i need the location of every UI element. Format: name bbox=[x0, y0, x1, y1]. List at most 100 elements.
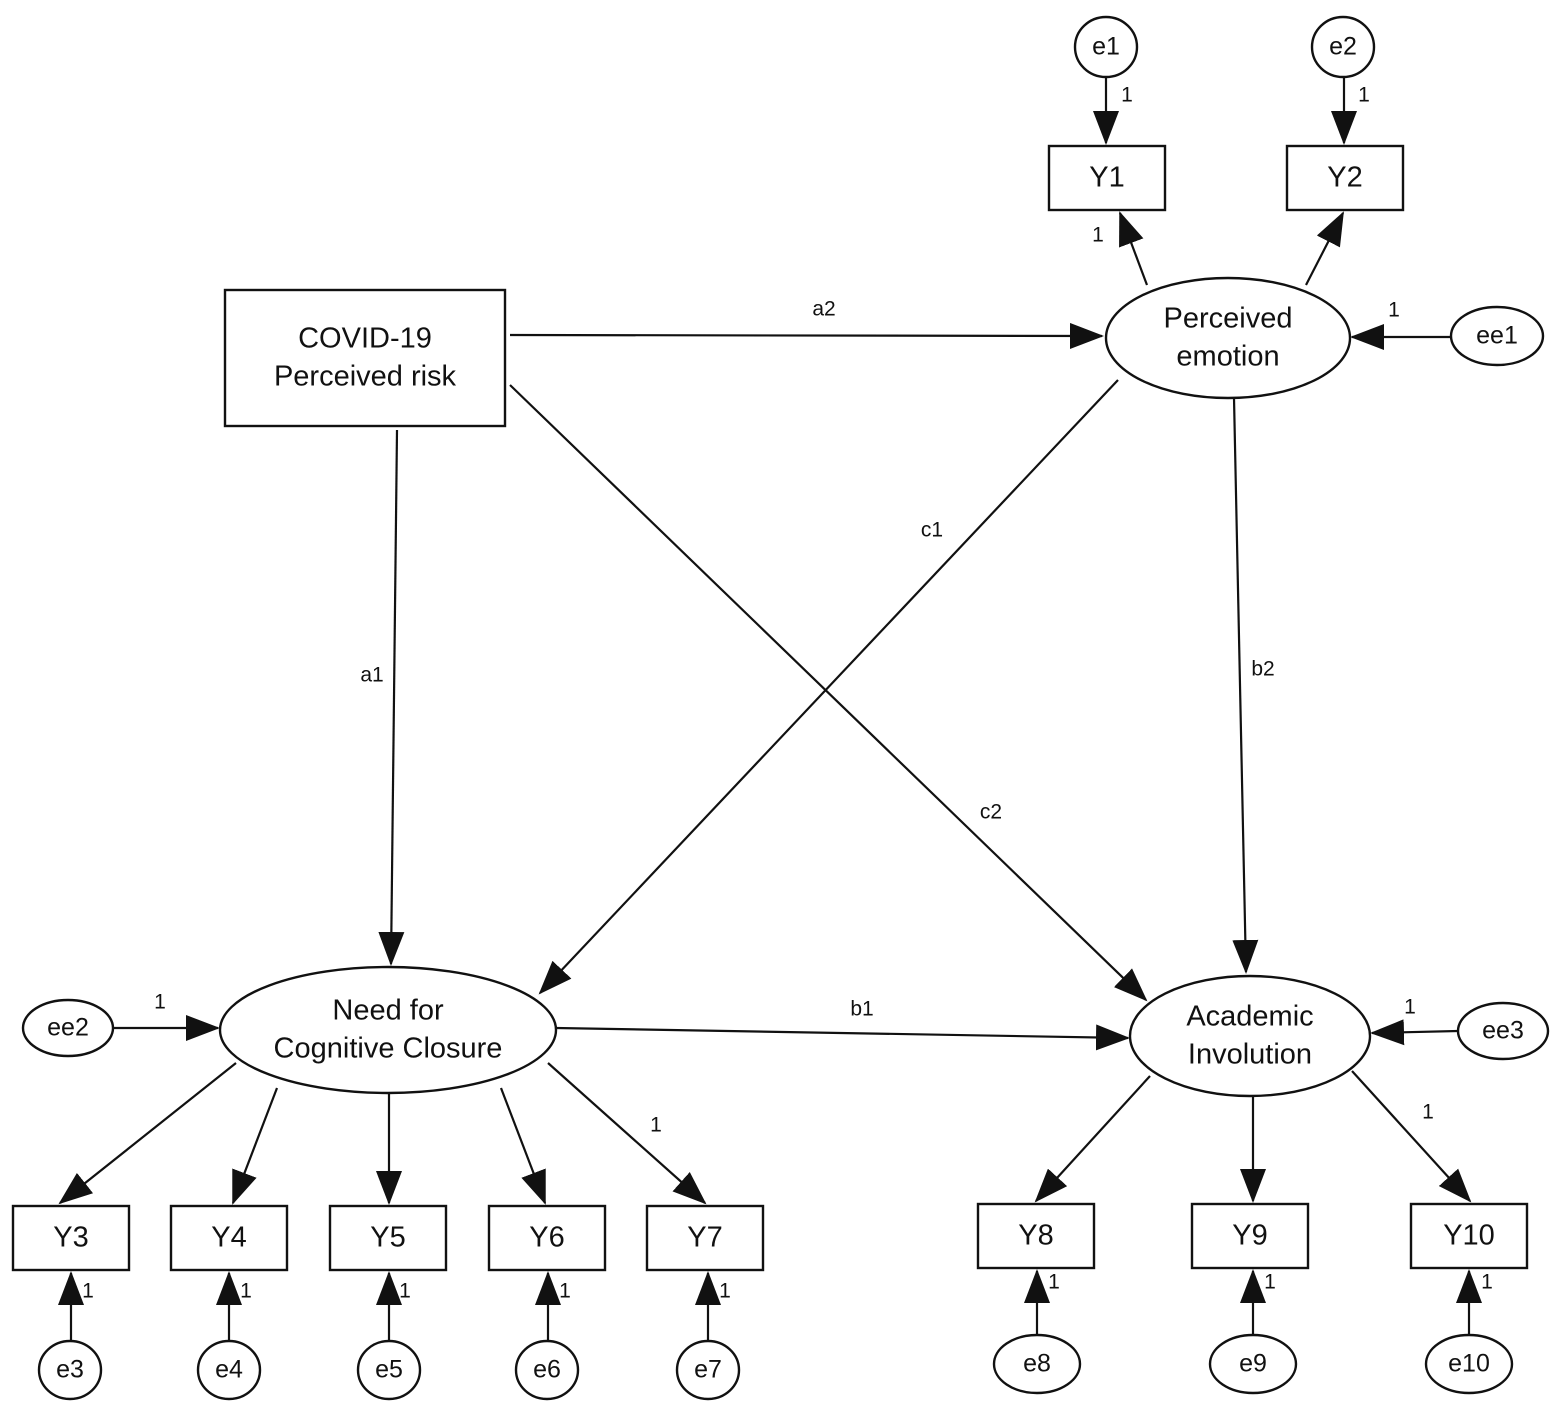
node-risk-label: COVID-19 bbox=[298, 323, 432, 355]
node-y10-label: Y10 bbox=[1443, 1220, 1495, 1252]
path-label-ee1-emo: 1 bbox=[1388, 299, 1400, 322]
node-risk-box bbox=[223, 288, 507, 428]
node-e5: e5 bbox=[356, 1339, 422, 1401]
path-label-e8-y8: 1 bbox=[1048, 1271, 1060, 1294]
node-e4-label: e4 bbox=[215, 1356, 243, 1384]
node-e2-label: e2 bbox=[1329, 33, 1357, 61]
node-e6: e6 bbox=[514, 1339, 580, 1401]
node-e5-label: e5 bbox=[375, 1356, 403, 1384]
node-y3: Y3 bbox=[11, 1204, 131, 1272]
node-ai-label: Academic bbox=[1186, 1001, 1313, 1033]
node-e10-label: e10 bbox=[1448, 1350, 1490, 1378]
node-ee2-oval bbox=[21, 998, 115, 1058]
path-label-emo-y1: 1 bbox=[1092, 224, 1104, 247]
node-e4: e4 bbox=[196, 1339, 262, 1401]
node-y7-label: Y7 bbox=[687, 1222, 722, 1254]
path-label-c1: c1 bbox=[921, 519, 943, 542]
node-y10: Y10 bbox=[1409, 1202, 1529, 1270]
path-arrow-emo-y1 bbox=[1118, 211, 1149, 286]
node-e8-oval bbox=[992, 1333, 1082, 1395]
path-label-ee3-ai: 1 bbox=[1404, 996, 1416, 1019]
node-e9-label: e9 bbox=[1239, 1350, 1267, 1378]
node-ee3-oval bbox=[1456, 1001, 1550, 1061]
path-label-ai-y10: 1 bbox=[1422, 1101, 1434, 1124]
node-e8-label: e8 bbox=[1023, 1350, 1051, 1378]
node-y9-label: Y9 bbox=[1232, 1220, 1267, 1252]
node-ee3: ee3 bbox=[1456, 1001, 1550, 1061]
path-label-b1: b1 bbox=[850, 998, 873, 1021]
node-y2: Y2 bbox=[1285, 144, 1405, 212]
node-e6-label: e6 bbox=[533, 1356, 561, 1384]
path-label-e7-y7: 1 bbox=[719, 1280, 731, 1303]
node-y6-box bbox=[487, 1204, 607, 1272]
node-e3: e3 bbox=[37, 1339, 103, 1401]
node-y5-label: Y5 bbox=[370, 1222, 405, 1254]
node-e4-oval bbox=[196, 1339, 262, 1401]
node-ai-oval bbox=[1128, 974, 1372, 1098]
path-label-c2: c2 bbox=[980, 801, 1002, 824]
path-label-e5-y5: 1 bbox=[399, 1280, 411, 1303]
node-e9: e9 bbox=[1208, 1333, 1298, 1395]
node-ncc-oval bbox=[218, 965, 558, 1095]
node-y1-label: Y1 bbox=[1089, 162, 1124, 194]
path-label-a1: a1 bbox=[360, 664, 383, 687]
paths bbox=[58, 78, 1482, 1341]
node-emotion-oval bbox=[1104, 276, 1352, 400]
node-ncc-label: Need for bbox=[332, 995, 444, 1027]
path-arrow-b1 bbox=[555, 1024, 1130, 1051]
node-y2-box bbox=[1285, 144, 1405, 212]
path-arrow-ai-y10 bbox=[1351, 1070, 1472, 1203]
path-label-e10-y10: 1 bbox=[1481, 1271, 1493, 1294]
node-y7-box bbox=[645, 1204, 765, 1272]
node-y1-box bbox=[1047, 144, 1167, 212]
node-emotion: Perceived emotion bbox=[1104, 276, 1352, 400]
node-emotion-label: emotion bbox=[1176, 341, 1279, 373]
path-label-e1-y1: 1 bbox=[1121, 84, 1133, 107]
path-arrow-ncc-y3 bbox=[58, 1062, 237, 1205]
node-emotion-label: Perceived bbox=[1164, 303, 1293, 335]
path-arrow-c2 bbox=[509, 384, 1148, 1002]
path-label-ncc-y7: 1 bbox=[650, 1114, 662, 1137]
node-y6: Y6 bbox=[487, 1204, 607, 1272]
node-e3-label: e3 bbox=[56, 1356, 84, 1384]
path-label-e2-y2: 1 bbox=[1358, 84, 1370, 107]
path-label-ee2-ncc: 1 bbox=[154, 991, 166, 1014]
node-y9-box bbox=[1190, 1202, 1310, 1270]
path-arrow-c1 bbox=[538, 379, 1119, 995]
node-e10: e10 bbox=[1424, 1333, 1514, 1395]
node-ee1-oval bbox=[1449, 305, 1545, 367]
node-e1: e1 bbox=[1073, 15, 1139, 79]
path-label-e4-y4: 1 bbox=[240, 1280, 252, 1303]
node-e1-oval bbox=[1073, 15, 1139, 79]
node-e2: e2 bbox=[1310, 15, 1376, 79]
node-y8-box bbox=[976, 1202, 1096, 1270]
path-label-e9-y9: 1 bbox=[1264, 1271, 1276, 1294]
path-label-b2: b2 bbox=[1251, 658, 1274, 681]
node-y5: Y5 bbox=[328, 1204, 448, 1272]
path-arrow-a2 bbox=[509, 322, 1104, 349]
node-y6-label: Y6 bbox=[529, 1222, 564, 1254]
node-e7: e7 bbox=[675, 1339, 741, 1401]
node-ncc-label: Cognitive Closure bbox=[274, 1033, 503, 1065]
node-e8: e8 bbox=[992, 1333, 1082, 1395]
path-arrow-emo-y2 bbox=[1305, 211, 1344, 286]
node-y4: Y4 bbox=[169, 1204, 289, 1272]
node-e1-label: e1 bbox=[1092, 33, 1120, 61]
node-ee2: ee2 bbox=[21, 998, 115, 1058]
node-e7-oval bbox=[675, 1339, 741, 1401]
path-arrow-ncc-y4 bbox=[231, 1087, 279, 1205]
node-ai-label: Involution bbox=[1188, 1039, 1312, 1071]
node-risk-label: Perceived risk bbox=[274, 361, 457, 393]
node-y9: Y9 bbox=[1190, 1202, 1310, 1270]
node-y8-label: Y8 bbox=[1018, 1220, 1053, 1252]
path-arrow-a1 bbox=[378, 429, 405, 966]
node-ee1: ee1 bbox=[1449, 305, 1545, 367]
path-arrow-ncc-y7 bbox=[547, 1062, 707, 1205]
node-e10-oval bbox=[1424, 1333, 1514, 1395]
node-y3-box bbox=[11, 1204, 131, 1272]
